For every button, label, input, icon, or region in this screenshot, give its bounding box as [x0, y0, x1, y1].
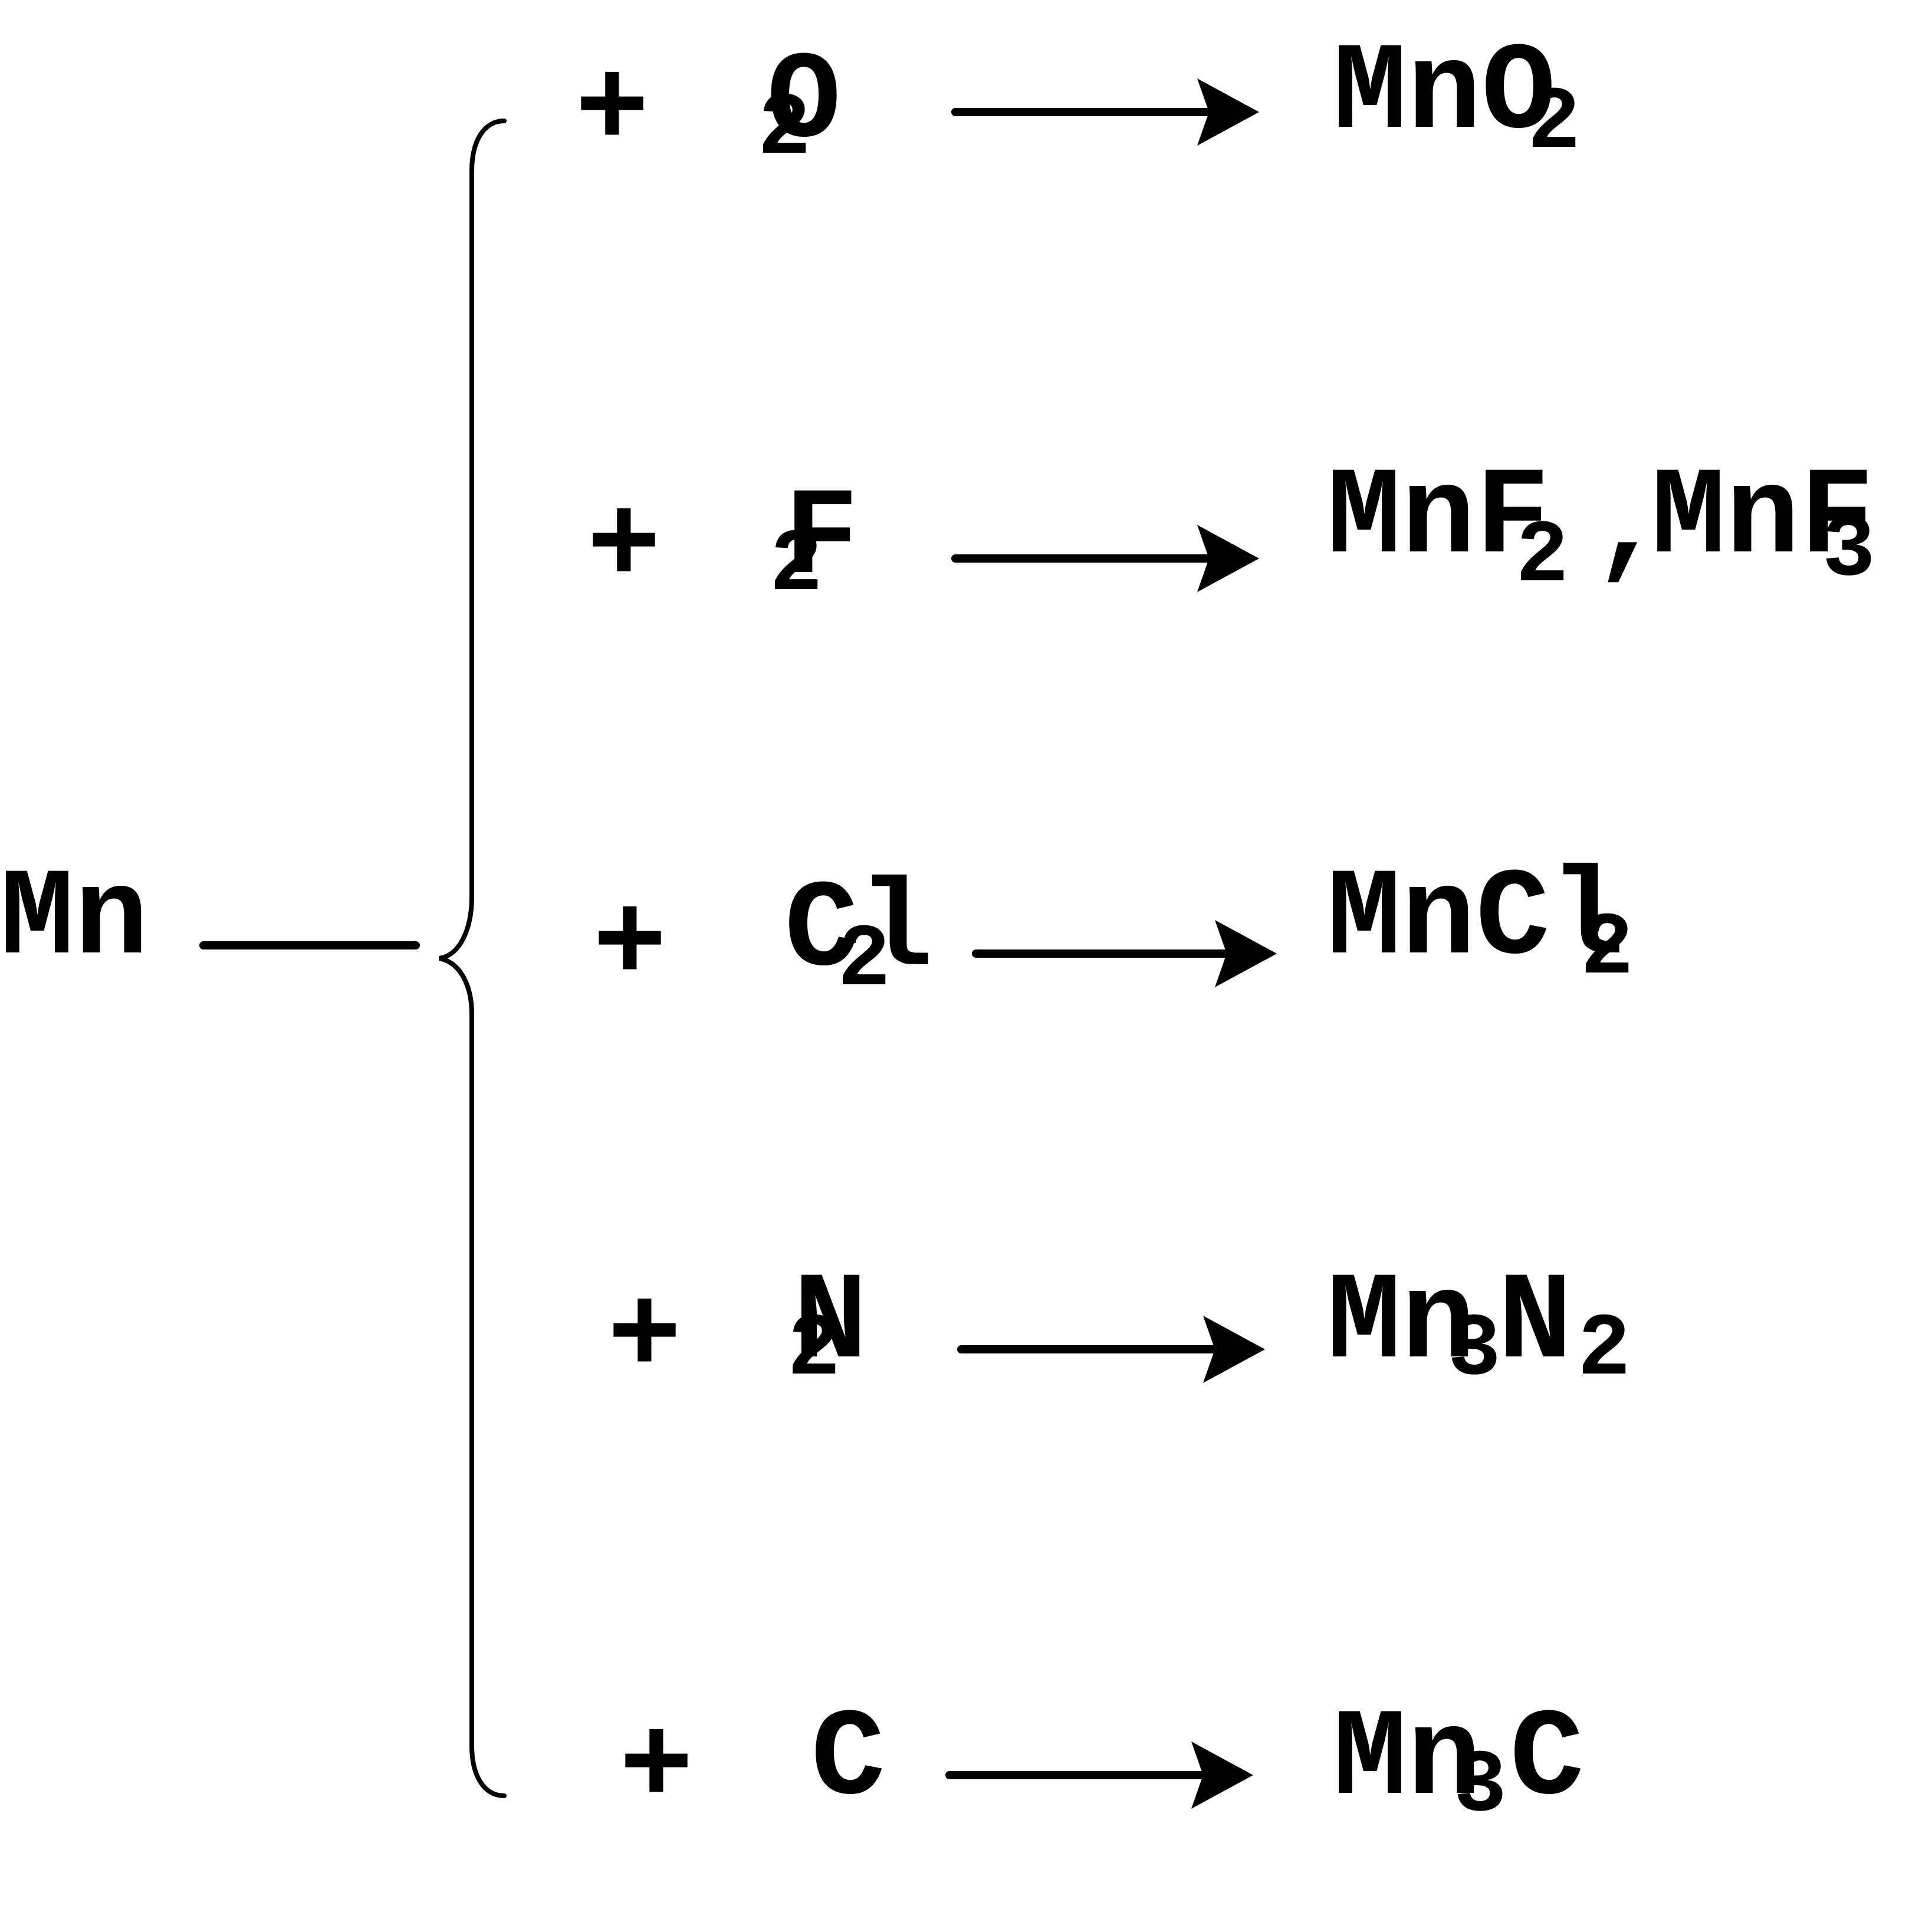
- reactant-label: Mn: [0, 850, 149, 990]
- reagent-label: O: [767, 33, 842, 173]
- product-tail-label: N: [1498, 1254, 1573, 1394]
- product-label: Mn: [1333, 1690, 1482, 1831]
- arrow-5: [945, 1742, 1253, 1809]
- arrow-3: [972, 920, 1277, 987]
- product-separator: ,: [1592, 458, 1667, 598]
- product-subscript: 3: [1454, 1737, 1507, 1837]
- product-subscript: 2: [1527, 74, 1581, 174]
- product-label: MnO: [1333, 24, 1556, 165]
- arrow-2: [951, 525, 1259, 592]
- product-label: Mn: [1327, 1254, 1476, 1394]
- product-subscript: 2: [1516, 507, 1569, 607]
- product-tail-subscript: 2: [1578, 1300, 1631, 1401]
- arrow-4: [957, 1316, 1265, 1383]
- product2-subscript: 3: [1822, 501, 1876, 602]
- reagent-label: Cl: [784, 862, 934, 1002]
- plus-sign: +: [575, 42, 650, 182]
- plus-sign: +: [619, 1699, 694, 1839]
- product-label: MnF: [1327, 449, 1550, 589]
- brace: [439, 119, 507, 1798]
- plus-sign: +: [587, 478, 662, 619]
- reagent-subscript: 2: [770, 516, 823, 616]
- plus-sign: +: [593, 876, 668, 1017]
- product-tail-label: C: [1510, 1690, 1585, 1831]
- plus-sign: +: [607, 1269, 682, 1409]
- arrow-1: [951, 78, 1259, 146]
- reagent-label: F: [784, 469, 859, 610]
- product-label: MnCl: [1327, 850, 1625, 990]
- reagent-subscript: 2: [837, 911, 891, 1011]
- product2-label: MnF: [1651, 449, 1875, 589]
- product-subscript: 2: [1581, 899, 1634, 1000]
- product-subscript: 3: [1448, 1300, 1501, 1401]
- reagent-subscript: 2: [787, 1300, 841, 1401]
- reagent-label: N: [793, 1254, 868, 1394]
- reagent-subscript: 2: [758, 80, 811, 180]
- reagent-label: C: [811, 1690, 886, 1831]
